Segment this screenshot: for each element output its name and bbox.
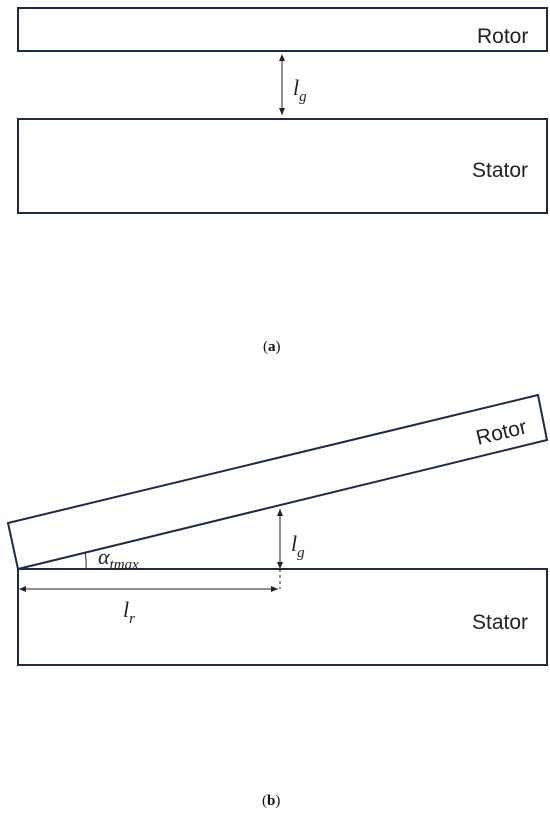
stator-block: [17, 568, 548, 666]
air-gap-label: lg: [291, 531, 305, 561]
rotor-block: [17, 7, 548, 52]
caption-a: (a): [263, 339, 281, 355]
stator-label: Stator: [472, 611, 528, 634]
caption-b: (b): [262, 793, 280, 809]
rotor-label: Rotor: [477, 25, 528, 48]
stator-block: [17, 118, 548, 214]
stator-label: Stator: [472, 159, 528, 182]
tilt-angle-arc: [84, 551, 87, 570]
rotor-length-label: lr: [123, 597, 135, 627]
tilted-rotor-block: [6, 393, 549, 571]
panel-a: Rotor lg Stator (a): [17, 7, 548, 355]
panel-b: Stator Rotor lg αtmax lr (b): [6, 393, 549, 809]
tilt-angle-label: αtmax: [98, 544, 139, 573]
air-gap-label: lg: [293, 75, 307, 105]
